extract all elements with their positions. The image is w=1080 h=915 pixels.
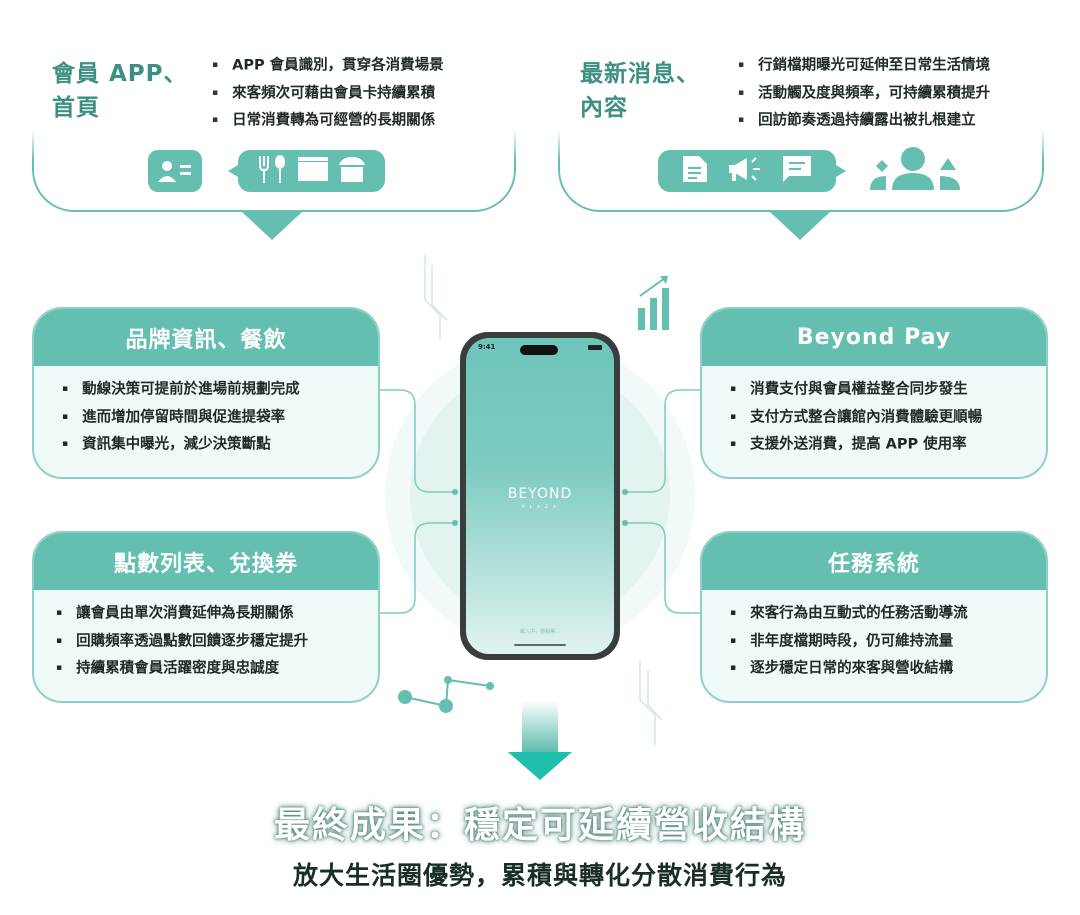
document-icon <box>681 154 709 188</box>
phone-mockup: 9:41 BEYOND P L A Z A 載入中，請稍等... <box>460 332 620 660</box>
plaza-logo-sub: P L A Z A <box>522 504 558 509</box>
bubble-tail <box>836 165 846 177</box>
dining-icon <box>256 154 290 188</box>
lifestyle-bubble <box>238 150 385 192</box>
message-icon <box>781 154 813 188</box>
card-title: 點數列表、兌換券 <box>34 533 378 590</box>
card-beyond-pay: Beyond Pay 消費支付與會員權益整合同步發生支付方式整合讓館內消費體驗更… <box>700 307 1048 479</box>
member-card-icon <box>148 150 202 192</box>
card-brand-dining: 品牌資訊、餐飲 動線決策可提前於進場前規劃完成進而增加停留時間與促進提袋率資訊集… <box>32 307 380 479</box>
growth-chart-icon <box>638 276 669 330</box>
down-arrow-icon <box>770 212 830 240</box>
card-title: Beyond Pay <box>702 309 1046 366</box>
news-bullets: 行銷檔期曝光可延伸至日常生活情境 活動觸及度與頻率，可持續累積提升 回訪節奏透過… <box>738 52 990 135</box>
result-title: 最終成果：穩定可延續營收結構 <box>273 805 806 846</box>
member-app-panel <box>32 60 516 212</box>
network-icon <box>398 676 494 713</box>
store-icon <box>337 155 367 187</box>
home-indicator <box>514 644 566 646</box>
news-title: 最新消息、 內容 <box>580 61 700 121</box>
member-app-bullets: APP 會員識別，貫穿各消費場景 來客頻次可藉由會員卡持續累積 日常消費轉為可經… <box>212 52 444 135</box>
result-arrow-shaft <box>522 700 558 752</box>
beyond-logo: BEYOND <box>507 486 573 502</box>
content-bubble <box>658 150 836 192</box>
audience-icon <box>870 147 960 190</box>
card-title: 品牌資訊、餐飲 <box>34 309 378 366</box>
card-points-coupons: 點數列表、兌換券 讓會員由單次消費延伸為長期關係回購頻率透過點數回饋逐步穩定提升… <box>32 531 380 703</box>
news-panel <box>558 60 1044 212</box>
movie-clapper-icon <box>297 156 329 186</box>
dynamic-island <box>520 345 558 355</box>
battery-icon <box>588 345 602 350</box>
bubble-tail <box>228 165 238 177</box>
result-subtitle: 放大生活圈優勢，累積與轉化分散消費行為 <box>292 861 787 890</box>
loading-text: 載入中，請稍等... <box>520 629 560 635</box>
megaphone-icon <box>727 154 763 188</box>
result-arrow-icon <box>508 752 572 780</box>
card-title: 任務系統 <box>702 533 1046 590</box>
card-mission-system: 任務系統 來客行為由互動式的任務活動導流非年度檔期時段，仍可維持流量逐步穩定日常… <box>700 531 1048 703</box>
down-arrow-icon <box>242 212 302 240</box>
status-time: 9:41 <box>478 343 496 351</box>
app-splash-screen: 9:41 BEYOND P L A Z A 載入中，請稍等... <box>466 338 614 654</box>
member-app-title: 會員 APP、 首頁 <box>52 61 188 121</box>
